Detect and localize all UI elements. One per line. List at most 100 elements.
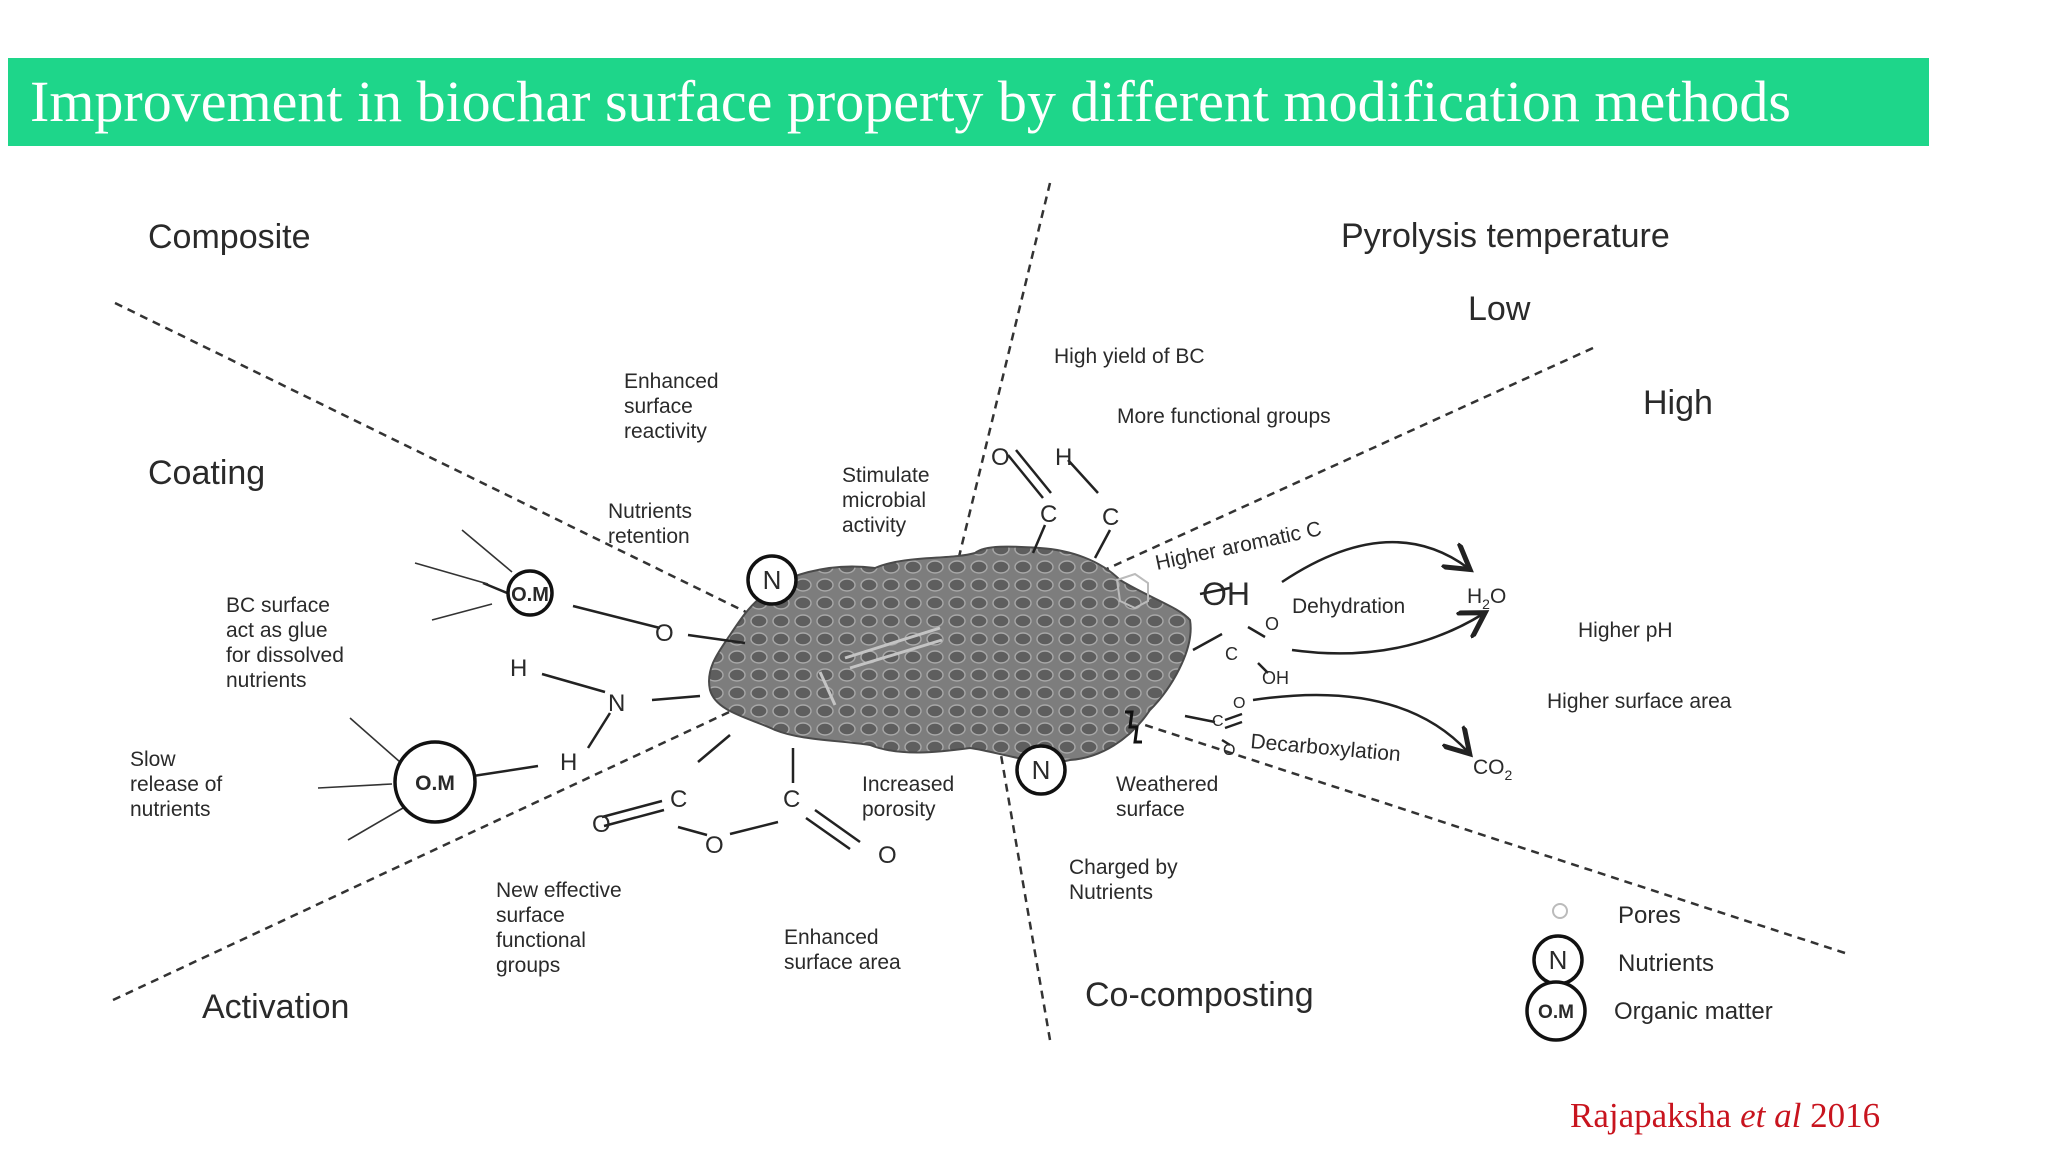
molecular-bonds (472, 449, 1269, 851)
label-coating: Coating (148, 454, 265, 492)
diagram-line (601, 799, 663, 819)
nutrient-circle-top: N (746, 554, 798, 606)
diagram-line (317, 783, 393, 789)
diagram-line (814, 808, 861, 844)
diagram-circle (393, 740, 477, 824)
label-low: Low (1468, 290, 1531, 328)
diagram-text: C (1102, 504, 1119, 531)
diagram-line (1199, 586, 1231, 596)
legend-om-icon (1525, 980, 1587, 1042)
effect-new-functional-groups: New effective surface functional groups (496, 879, 628, 977)
diagram-text: release of (130, 773, 222, 796)
diagram-text: O (1223, 742, 1235, 759)
biochar-particle (708, 545, 1192, 764)
label-composite: Composite (148, 218, 311, 256)
diagram-text: OH (1262, 668, 1289, 688)
diagram-text: retention (608, 525, 690, 548)
product-h2o: H2O (1467, 585, 1506, 612)
diagram-text: reactivity (624, 420, 707, 443)
diagram-text: N (1032, 755, 1051, 785)
diagram-text: Enhanced (784, 926, 879, 949)
effect-charged-nutrients: Charged by Nutrients (1069, 856, 1183, 904)
diagram-text: O (1265, 614, 1279, 634)
legend-pores-label: Pores (1618, 902, 1681, 929)
diagram-line (687, 633, 746, 645)
diagram-text: Increased (862, 773, 954, 796)
citation-author: Rajapaksha (1570, 1096, 1732, 1135)
diagram-text: O (655, 620, 674, 647)
diagram-circle (506, 569, 554, 617)
effect-higher-ph: Higher pH (1578, 619, 1673, 642)
diagram-circle (1015, 744, 1067, 796)
diagram-text: surface (1116, 798, 1185, 821)
diagram-line (805, 816, 851, 851)
diagram-text: 2 (1505, 767, 1513, 783)
diagram-path (1115, 572, 1149, 610)
diagram-text: New effective (496, 879, 622, 902)
sector-labels: Composite Pyrolysis temperature Low High… (148, 217, 1713, 1026)
diagram-line (729, 820, 779, 836)
diagram-line (697, 734, 731, 763)
diagram-text: nutrients (130, 798, 211, 821)
legend-pores-icon (1552, 903, 1568, 919)
diagram-text: O (1233, 695, 1245, 712)
om-spokes (317, 529, 513, 841)
divider-coating-activation (112, 698, 756, 1002)
dehydration-arrow-top (1281, 540, 1468, 584)
label-high: High (1643, 384, 1713, 422)
diagram-text: functional (496, 929, 586, 952)
diagram-text: C (783, 786, 800, 813)
diagram-line (677, 825, 708, 837)
diagram-text: O (878, 842, 897, 869)
diagram-text: H (1055, 444, 1072, 471)
effect-nutrients-retention: Nutrients retention (608, 500, 698, 548)
slide-title: Improvement in biochar surface property … (30, 69, 1791, 134)
diagram-line (603, 808, 665, 828)
effect-more-functional-groups: More functional groups (1117, 405, 1331, 428)
label-pyrolysis-temperature: Pyrolysis temperature (1341, 217, 1670, 255)
effect-stimulate-microbial: Stimulate microbial activity (842, 464, 935, 537)
diagram-text: O (991, 444, 1010, 471)
diagram-line (349, 717, 401, 763)
effect-enhanced-surface-area: Enhanced surface area (784, 926, 901, 974)
diagram-line (1224, 712, 1243, 722)
diagram-line (461, 529, 513, 573)
diagram-line (651, 694, 701, 702)
diagram-circle (746, 554, 798, 606)
divider-composite-coating (114, 301, 753, 617)
legend-nutrients-label: Nutrients (1618, 950, 1714, 977)
effect-dehydration: Dehydration (1292, 595, 1405, 618)
diagram-text: N (763, 565, 782, 595)
diagram-text: Nutrients (1069, 881, 1153, 904)
diagram-line (347, 807, 404, 841)
diagram-text: surface (624, 395, 693, 418)
diagram-text: Weathered (1116, 773, 1218, 796)
diagram-text: OH (1202, 576, 1250, 612)
diagram-text: 2 (1482, 596, 1490, 612)
diagram-line (586, 712, 612, 749)
diagram-line (1184, 714, 1216, 724)
diagram-line (1067, 459, 1099, 494)
diagram-text: H (1467, 585, 1482, 608)
diagram-text: C (670, 786, 687, 813)
effect-slow-release: Slow release of nutrients (130, 748, 228, 821)
effect-enhanced-reactivity: Enhanced surface reactivity (624, 370, 724, 443)
diagram-text: C (1212, 713, 1224, 730)
divider-low-high (1099, 346, 1594, 574)
citation: Rajapaksha et al 2016 (1570, 1096, 1880, 1136)
dehydration-arrow-bottom (1291, 614, 1483, 655)
diagram-line (1192, 632, 1223, 652)
diagram-line (1221, 738, 1231, 747)
decarboxylation-arrow (1252, 693, 1468, 752)
divider-high-cocomposting (1144, 723, 1846, 955)
diagram-text: microbial (842, 489, 926, 512)
diagram-text: Nutrients (608, 500, 692, 523)
diagram-text: O.M (511, 584, 549, 606)
diagram-path (708, 545, 1192, 764)
diagram-text: C (1225, 644, 1238, 664)
diagram-text: C (1040, 501, 1057, 528)
diagram-text: nutrients (226, 669, 307, 692)
om-circle-upper: O.M (506, 569, 554, 617)
effect-higher-aromatic: Higher aromatic C (1153, 517, 1323, 575)
legend: Pores N Nutrients O.M Organic matter (1525, 902, 1773, 1042)
